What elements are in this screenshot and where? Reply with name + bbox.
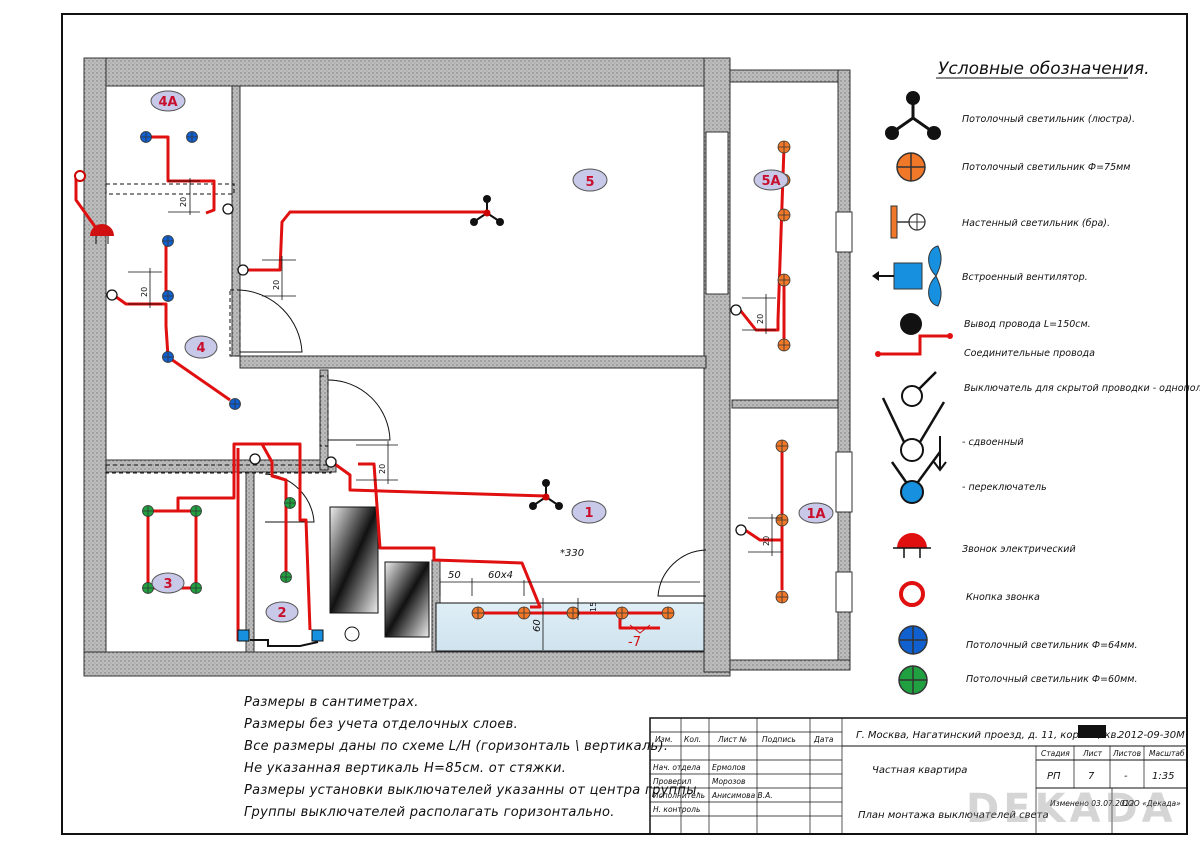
stamp-stage-header: Стадия (1041, 749, 1070, 758)
stamp-object: Частная квартира (872, 765, 967, 776)
room-labels: 4А 5 5А 4 1 1А 3 2 (150, 90, 834, 623)
room-label: 5 (585, 175, 594, 190)
legend-item: Настенный светильник (бра). (962, 218, 1110, 229)
switch-single-icon (901, 371, 937, 407)
bell-button-icon (899, 581, 925, 607)
room-label: 4 (196, 341, 205, 356)
fixtures (74, 131, 791, 642)
room-label: 5А (761, 174, 780, 189)
dim-20: 20 (378, 464, 387, 474)
legend-item: - сдвоенный (962, 437, 1024, 448)
window (835, 211, 853, 253)
legend-item: Встроенный вентилятор. (962, 272, 1088, 283)
bathtub (384, 561, 430, 638)
dim-50: 50 (448, 570, 461, 581)
stamp-role: Проверил (653, 777, 692, 786)
shower-cabin (329, 506, 379, 614)
legend-item: - переключатель (962, 482, 1047, 493)
note-line: Размеры без учета отделочных слоев. (244, 717, 518, 732)
stamp-name: Морозов (712, 777, 745, 786)
dim-20: 20 (140, 287, 149, 297)
stamp-address: Г. Москва, Нагатинский проезд, д. 11, ко… (856, 730, 1120, 741)
legend-item: Потолочный светильник Ф=75мм (962, 162, 1130, 173)
stamp-code: 2012-09-30М (1118, 730, 1185, 741)
meter-icon (344, 626, 360, 642)
stamp-col: Дата (813, 735, 834, 744)
stamp-role: Нач. отдела (653, 763, 701, 772)
lamp-75-icon (896, 152, 926, 182)
legend: Условные обозначения. Потолочный светиль… (872, 59, 1200, 695)
lamp-64-icon (898, 625, 928, 655)
stamp-col: Изм. (655, 735, 673, 744)
note-line: Группы выключателей располагать горизонт… (244, 805, 615, 820)
dim-20: 20 (762, 536, 771, 546)
wall-lamp-icon (890, 205, 926, 239)
switch-double-icon (881, 397, 947, 472)
note-line: Размеры в сантиметрах. (244, 695, 419, 710)
wiring (74, 135, 786, 642)
stamp-stage-value: РП (1047, 771, 1061, 782)
note-line: Не указанная вертикаль H=85см. от стяжки… (244, 761, 566, 776)
title-block (649, 717, 1188, 835)
watermark: DEKADA (966, 786, 1177, 832)
notes: Размеры в сантиметрах. Размеры без учета… (244, 695, 701, 820)
legend-item: Соединительные провода (964, 348, 1095, 359)
stamp-changed: Изменено 03.07.2012 (1050, 799, 1134, 808)
dim-20: 20 (179, 197, 188, 207)
wire-icon (878, 334, 950, 356)
legend-item: Звонок электрический (962, 544, 1076, 555)
stamp-col: Кол. (684, 735, 701, 744)
stamp-stage-header: Масштаб (1149, 749, 1185, 758)
legend-item: Потолочный светильник Ф=64мм. (966, 640, 1137, 651)
stamp-stage-value: 7 (1088, 771, 1095, 782)
legend-item: Потолочный светильник (люстра). (962, 114, 1135, 125)
legend-item: Вывод провода L=150см. (964, 319, 1091, 330)
window (705, 131, 729, 295)
stamp-stage-header: Лист (1082, 749, 1103, 758)
sheet-frame (61, 13, 1188, 835)
window (835, 451, 853, 513)
wire-outlet-icon (900, 313, 922, 335)
note-line: Размеры установки выключателей указанны … (244, 783, 701, 798)
stamp-col: Подпись (762, 735, 796, 744)
stamp-name: Анисимова В.А. (711, 791, 773, 800)
legend-item: Потолочный светильник Ф=60мм. (966, 674, 1137, 685)
room-label: 3 (163, 577, 172, 592)
dim-20: 20 (272, 280, 281, 290)
dim-60x4: 60x4 (488, 570, 513, 581)
stamp-company: ООО «Декада» (1122, 799, 1181, 808)
dim-minus7: -7 (628, 635, 641, 650)
room-label: 4А (158, 95, 177, 110)
stamp-name: Ермолов (712, 763, 746, 772)
door-openings (105, 183, 332, 474)
room-label: 2 (277, 606, 286, 621)
dimension-lines (128, 178, 782, 650)
lamp-60-icon (898, 665, 928, 695)
dim-60: 60 (532, 619, 543, 632)
fan-icon (872, 245, 942, 307)
bell-icon (893, 533, 931, 558)
stamp-sheet-title: План монтажа выключателей света (858, 810, 1049, 821)
legend-item: Выключатель для скрытой проводки - одноп… (964, 383, 1200, 394)
legend-title: Условные обозначения. (938, 59, 1150, 79)
door-swings (239, 289, 707, 597)
room-label: 1 (584, 506, 593, 521)
stamp-role: Н. контроль (653, 805, 700, 814)
stamp-stage-header: Листов (1112, 749, 1141, 758)
note-line: Все размеры даны по схеме L/H (горизонта… (244, 739, 668, 754)
chandelier-icon (885, 91, 941, 140)
room-label: 1А (806, 507, 825, 522)
stamp-stage-value: - (1124, 771, 1128, 782)
stamp-role: Исполнитель (653, 791, 705, 800)
stamp-col: Лист № (717, 735, 747, 744)
legend-item: Кнопка звонка (966, 592, 1040, 603)
redacted-box (1078, 725, 1106, 738)
dim-330: *330 (560, 548, 584, 559)
dim-15: 15 (589, 602, 598, 612)
dim-20: 20 (756, 314, 765, 324)
window (835, 571, 853, 613)
switch-toggle-icon (890, 451, 942, 504)
stamp-stage-value: 1:35 (1152, 771, 1174, 782)
